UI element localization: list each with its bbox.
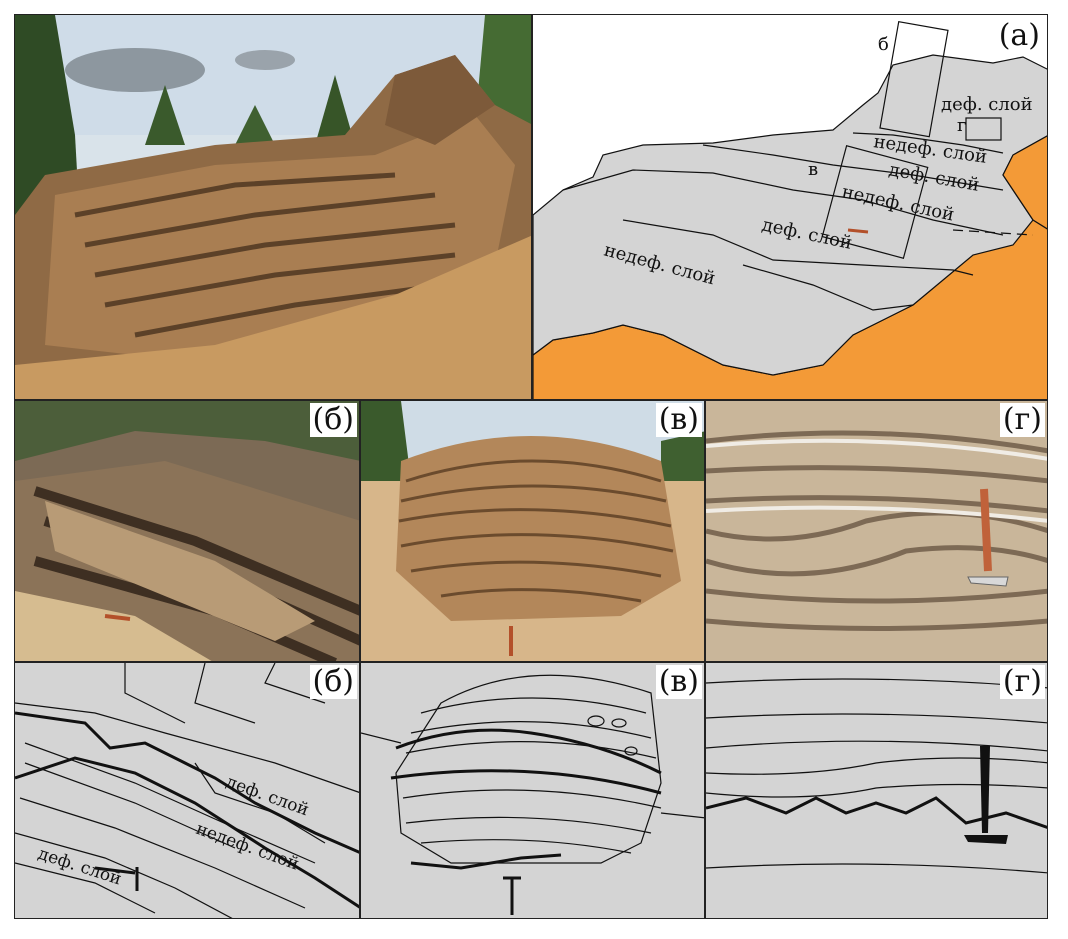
sketch-b-label: (б) (309, 665, 357, 699)
sketch-g-label: (г) (999, 665, 1045, 699)
outcrop-photo-illustration (15, 15, 531, 399)
photo-outcrop-overview (14, 14, 532, 400)
photo-v: (в) (360, 400, 705, 662)
box-g (965, 117, 1002, 141)
photo-g: (г) (705, 400, 1048, 662)
box-g-label: г (957, 115, 966, 136)
photo-g-label: (г) (999, 403, 1045, 437)
box-v-label: в (808, 159, 818, 180)
panel-a-label: (а) (995, 19, 1043, 53)
box-v (821, 144, 929, 260)
sketch-g: (г) (705, 662, 1048, 919)
panel-a-sketch: б г в деф. слой недеф. слой деф. слой не… (532, 14, 1048, 400)
photo-v-label: (в) (655, 403, 702, 437)
sketch-v-drawing (361, 663, 704, 918)
photo-g-illustration (706, 401, 1047, 661)
outcrop-layers-diagram: б г в деф. слой недеф. слой деф. слой не… (533, 15, 1047, 399)
photo-b-label: (б) (309, 403, 357, 437)
box-b (879, 20, 949, 138)
sketch-b: деф. слой недеф. слой деф. слой (б) (14, 662, 360, 919)
photo-b: (б) (14, 400, 360, 662)
sketch-g-drawing (706, 663, 1047, 918)
layer-label-1: деф. слой (941, 94, 1033, 115)
photo-v-illustration (361, 401, 704, 661)
box-b-label: б (878, 34, 889, 55)
sketch-b-drawing: деф. слой недеф. слой деф. слой (15, 663, 359, 918)
photo-b-illustration (15, 401, 359, 661)
sketch-v-label: (в) (655, 665, 702, 699)
sketch-v: (в) (360, 662, 705, 919)
